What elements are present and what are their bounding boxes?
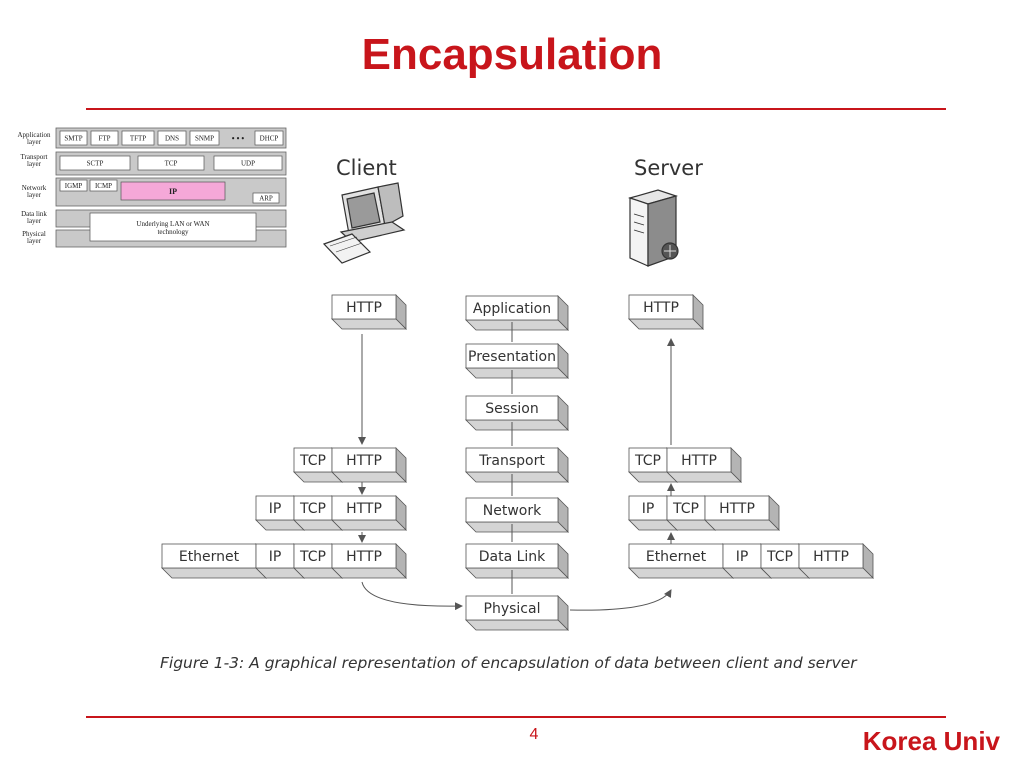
osi-transport-cell: Transport: [465, 447, 569, 483]
proto-box: [213, 155, 283, 171]
proto-arp: ARP: [259, 195, 273, 203]
server-stack-http-cell-label: HTTP: [643, 300, 679, 316]
stack-label-datalink-1: Data link: [21, 210, 47, 218]
server-stack-ip-cell-label: IP: [736, 549, 749, 565]
client-stack-http-cell-label: HTTP: [346, 453, 382, 469]
proto-dhcp: DHCP: [260, 135, 279, 143]
proto-box: [90, 130, 119, 146]
client-stack-http-cell: HTTP: [331, 495, 407, 531]
osi-transport-cell-label: Transport: [478, 453, 545, 469]
brand-label: Korea Univ: [862, 726, 1000, 756]
computer-icon: [322, 182, 406, 264]
proto-igmp: IGMP: [65, 182, 83, 190]
server-stack-ip-cell-label: IP: [642, 501, 655, 517]
client-stack-http-cell-label: HTTP: [346, 549, 382, 565]
proto-udp: UDP: [241, 160, 255, 168]
proto-box: [189, 130, 220, 146]
underlying-tech-line2: technology: [157, 228, 189, 236]
top-divider: [86, 108, 946, 110]
proto-dns: DNS: [165, 135, 179, 143]
stack-label-transport-1: Transport: [21, 153, 48, 161]
client-label: Client: [336, 156, 397, 180]
proto-ip-box: [120, 181, 226, 201]
osi-data-link-cell: Data Link: [465, 543, 569, 579]
server-stack-ethernet-cell: Ethernet: [628, 543, 734, 579]
proto-snmp: SNMP: [195, 135, 214, 143]
proto-box: [254, 130, 284, 146]
protocol-stack: Application layer Transport layer Networ…: [17, 127, 287, 248]
client-to-physical-arrow: [361, 581, 463, 611]
proto-box: [59, 179, 88, 192]
server-stack-http-cell: HTTP: [704, 495, 780, 531]
server-stack-tcp-cell-label: TCP: [672, 501, 699, 517]
proto-ftp: FTP: [98, 135, 110, 143]
osi-session-cell: Session: [465, 395, 569, 431]
stack-label-network-2: layer: [27, 191, 42, 199]
stack-label-physical-2: layer: [27, 237, 42, 245]
client-stack-ethernet-cell: Ethernet: [161, 543, 267, 579]
osi-physical-cell-label: Physical: [484, 601, 541, 617]
proto-sctp: SCTP: [87, 160, 104, 168]
client-stack-ip-cell-label: IP: [269, 549, 282, 565]
stack-label-application-2: layer: [27, 138, 42, 146]
server-stack-http-cell: HTTP: [628, 294, 704, 330]
server-stack-http-cell: HTTP: [798, 543, 874, 579]
server-stack-http-cell-label: HTTP: [719, 501, 755, 517]
osi-physical-cell: Physical: [465, 595, 569, 631]
client-stack-http-cell: HTTP: [331, 294, 407, 330]
proto-icmp: ICMP: [95, 182, 112, 190]
osi-application-cell: Application: [465, 295, 569, 331]
client-stack-ip-cell-label: IP: [269, 501, 282, 517]
client-stack-ethernet-cell-label: Ethernet: [179, 549, 240, 565]
proto-box: [157, 130, 187, 146]
client-stack-http-cell-label: HTTP: [346, 501, 382, 517]
figure-caption: Figure 1-3: A graphical representation o…: [160, 654, 858, 672]
slide-title: Encapsulation: [361, 30, 663, 79]
stack-label-application-1: Application: [17, 131, 51, 139]
page-number: 4: [529, 726, 539, 743]
server-stack-ethernet-cell-label: Ethernet: [646, 549, 707, 565]
osi-presentation-cell-label: Presentation: [468, 349, 556, 365]
osi-presentation-cell: Presentation: [465, 343, 569, 379]
proto-tftp: TFTP: [130, 135, 146, 143]
server-icon: [627, 189, 679, 267]
underlying-tech-line1: Underlying LAN or WAN: [136, 220, 209, 228]
flow-arrows: [358, 322, 675, 611]
proto-box: [121, 130, 155, 146]
server-stack-http-cell-label: HTTP: [813, 549, 849, 565]
client-stack-http-cell: HTTP: [331, 447, 407, 483]
server-stack-http-cell: HTTP: [666, 447, 742, 483]
server-stack-tcp-cell-label: TCP: [634, 453, 661, 469]
server-label: Server: [634, 156, 703, 180]
proto-tcp: TCP: [165, 160, 178, 168]
proto-ip: IP: [169, 187, 177, 196]
osi-data-link-cell-label: Data Link: [479, 549, 546, 565]
server-stack-http-cell-label: HTTP: [681, 453, 717, 469]
osi-network-cell: Network: [465, 497, 569, 533]
physical-to-server-arrow: [569, 589, 672, 611]
stack-label-physical-1: Physical: [22, 230, 46, 238]
stack-label-network-1: Network: [22, 184, 47, 192]
proto-box: [137, 155, 205, 171]
proto-box: [252, 192, 280, 204]
underlying-tech-box: [89, 212, 257, 242]
proto-ellipsis: • • •: [232, 134, 245, 143]
stack-label-transport-2: layer: [27, 160, 42, 168]
proto-box: [59, 130, 88, 146]
bottom-divider: [86, 716, 946, 718]
osi-application-cell-label: Application: [473, 301, 551, 317]
proto-smtp: SMTP: [64, 135, 82, 143]
osi-network-cell-label: Network: [483, 503, 542, 519]
stack-label-datalink-2: layer: [27, 217, 42, 225]
proto-box: [89, 179, 118, 192]
osi-session-cell-label: Session: [485, 401, 538, 417]
client-stack-tcp-cell-label: TCP: [299, 453, 326, 469]
client-stack-http-cell: HTTP: [331, 543, 407, 579]
proto-box: [59, 155, 131, 171]
client-stack-http-cell-label: HTTP: [346, 300, 382, 316]
client-stack-tcp-cell-label: TCP: [299, 549, 326, 565]
server-stack-tcp-cell-label: TCP: [766, 549, 793, 565]
client-stack-tcp-cell-label: TCP: [299, 501, 326, 517]
